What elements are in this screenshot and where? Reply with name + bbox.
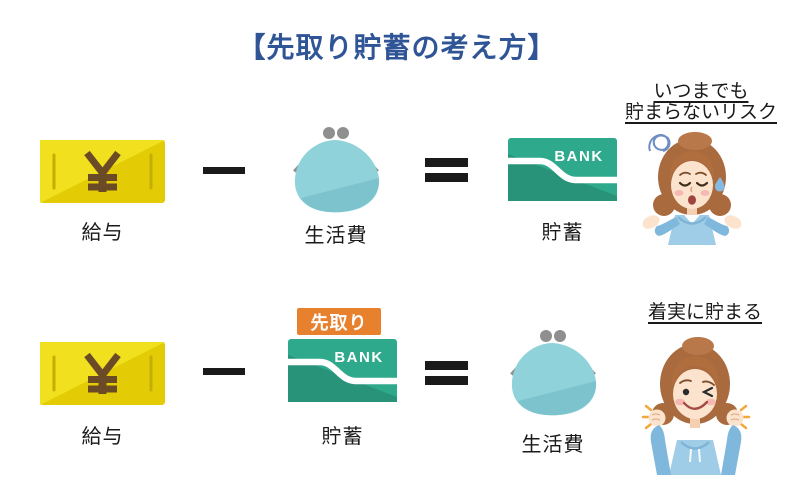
- bank-card-icon: BANK: [288, 339, 397, 402]
- sparkle-icon: [641, 404, 751, 430]
- risk-annotation-line2: 貯まらないリスク: [624, 102, 777, 123]
- fist-right: [726, 409, 744, 427]
- page-title: 【先取り貯蓄の考え方】: [237, 32, 557, 63]
- bank-card-text: BANK: [554, 148, 603, 165]
- sleeve-left: [654, 217, 680, 236]
- neck: [687, 207, 697, 217]
- hand-right: [724, 215, 742, 229]
- sleeve-right: [721, 425, 742, 475]
- bank-card-text: BANK: [334, 349, 383, 366]
- steady-saving-annotation: 着実に貯まる: [618, 302, 792, 323]
- salary-label: 給与: [81, 222, 124, 244]
- smile: [682, 400, 709, 410]
- purse-shade: [301, 178, 379, 213]
- hood-drawstrings: [689, 448, 701, 463]
- salary-label: 給与: [81, 426, 124, 448]
- risk-annotation: いつまでも 貯まらないリスク: [608, 81, 794, 123]
- bank-card-wave: [288, 358, 397, 385]
- minus-operator: [203, 167, 245, 174]
- happy-woman-character: [641, 337, 751, 475]
- savings-label: 貯蓄: [321, 426, 364, 448]
- bank-card-icon: BANK: [508, 138, 617, 201]
- eyebrows: [679, 171, 707, 176]
- nose: [690, 186, 693, 193]
- hair-bangs: [671, 356, 719, 388]
- fist-right-fingers: [730, 413, 740, 421]
- steady-saving-annotation-line1: 着実に貯まる: [647, 302, 762, 323]
- blush-right: [706, 398, 716, 406]
- fist-left-fingers: [651, 413, 661, 421]
- blush-right: [700, 190, 710, 196]
- fist-left: [648, 409, 666, 427]
- equals-operator: [425, 158, 468, 182]
- money-bill-icon: [40, 342, 165, 405]
- purse-clasp-left: [540, 330, 552, 342]
- confused-scribble-icon: [648, 133, 671, 152]
- savings-label: 貯蓄: [541, 222, 584, 244]
- body-hoodie: [642, 215, 742, 245]
- hair-bangs: [669, 151, 715, 181]
- purse-clasp-right: [554, 330, 566, 342]
- bank-card-wave: [508, 157, 617, 184]
- neck: [690, 418, 700, 428]
- yen-symbol-icon: [84, 150, 121, 192]
- open-eye: [682, 388, 690, 396]
- living-expenses-label: 生活費: [521, 434, 585, 456]
- blush-left: [675, 398, 685, 406]
- wink-eye: [701, 386, 714, 398]
- purse-clasp-left: [323, 127, 335, 139]
- purse-shade: [518, 381, 596, 416]
- coin-purse-icon: [293, 127, 380, 213]
- body-hoodie: [650, 425, 742, 475]
- risk-annotation-line1: いつまでも: [653, 81, 749, 102]
- coin-purse-icon: [510, 330, 597, 416]
- sleeve-left: [650, 425, 671, 475]
- open-mouth: [688, 195, 696, 205]
- hand-left: [642, 215, 660, 229]
- sakidori-tag: 先取り: [297, 308, 381, 335]
- equals-operator: [425, 361, 468, 385]
- blush-left: [674, 190, 684, 196]
- eyebrows: [679, 379, 715, 386]
- sweat-drop-icon: [714, 177, 725, 192]
- minus-operator: [203, 368, 245, 375]
- worried-woman-character: [642, 132, 742, 245]
- purse-clasp-right: [337, 127, 349, 139]
- sleeve-right: [704, 217, 730, 236]
- living-expenses-label: 生活費: [304, 225, 368, 247]
- yen-symbol-icon: [84, 352, 121, 394]
- closed-eyes: [678, 181, 709, 187]
- money-bill-icon: [40, 140, 165, 203]
